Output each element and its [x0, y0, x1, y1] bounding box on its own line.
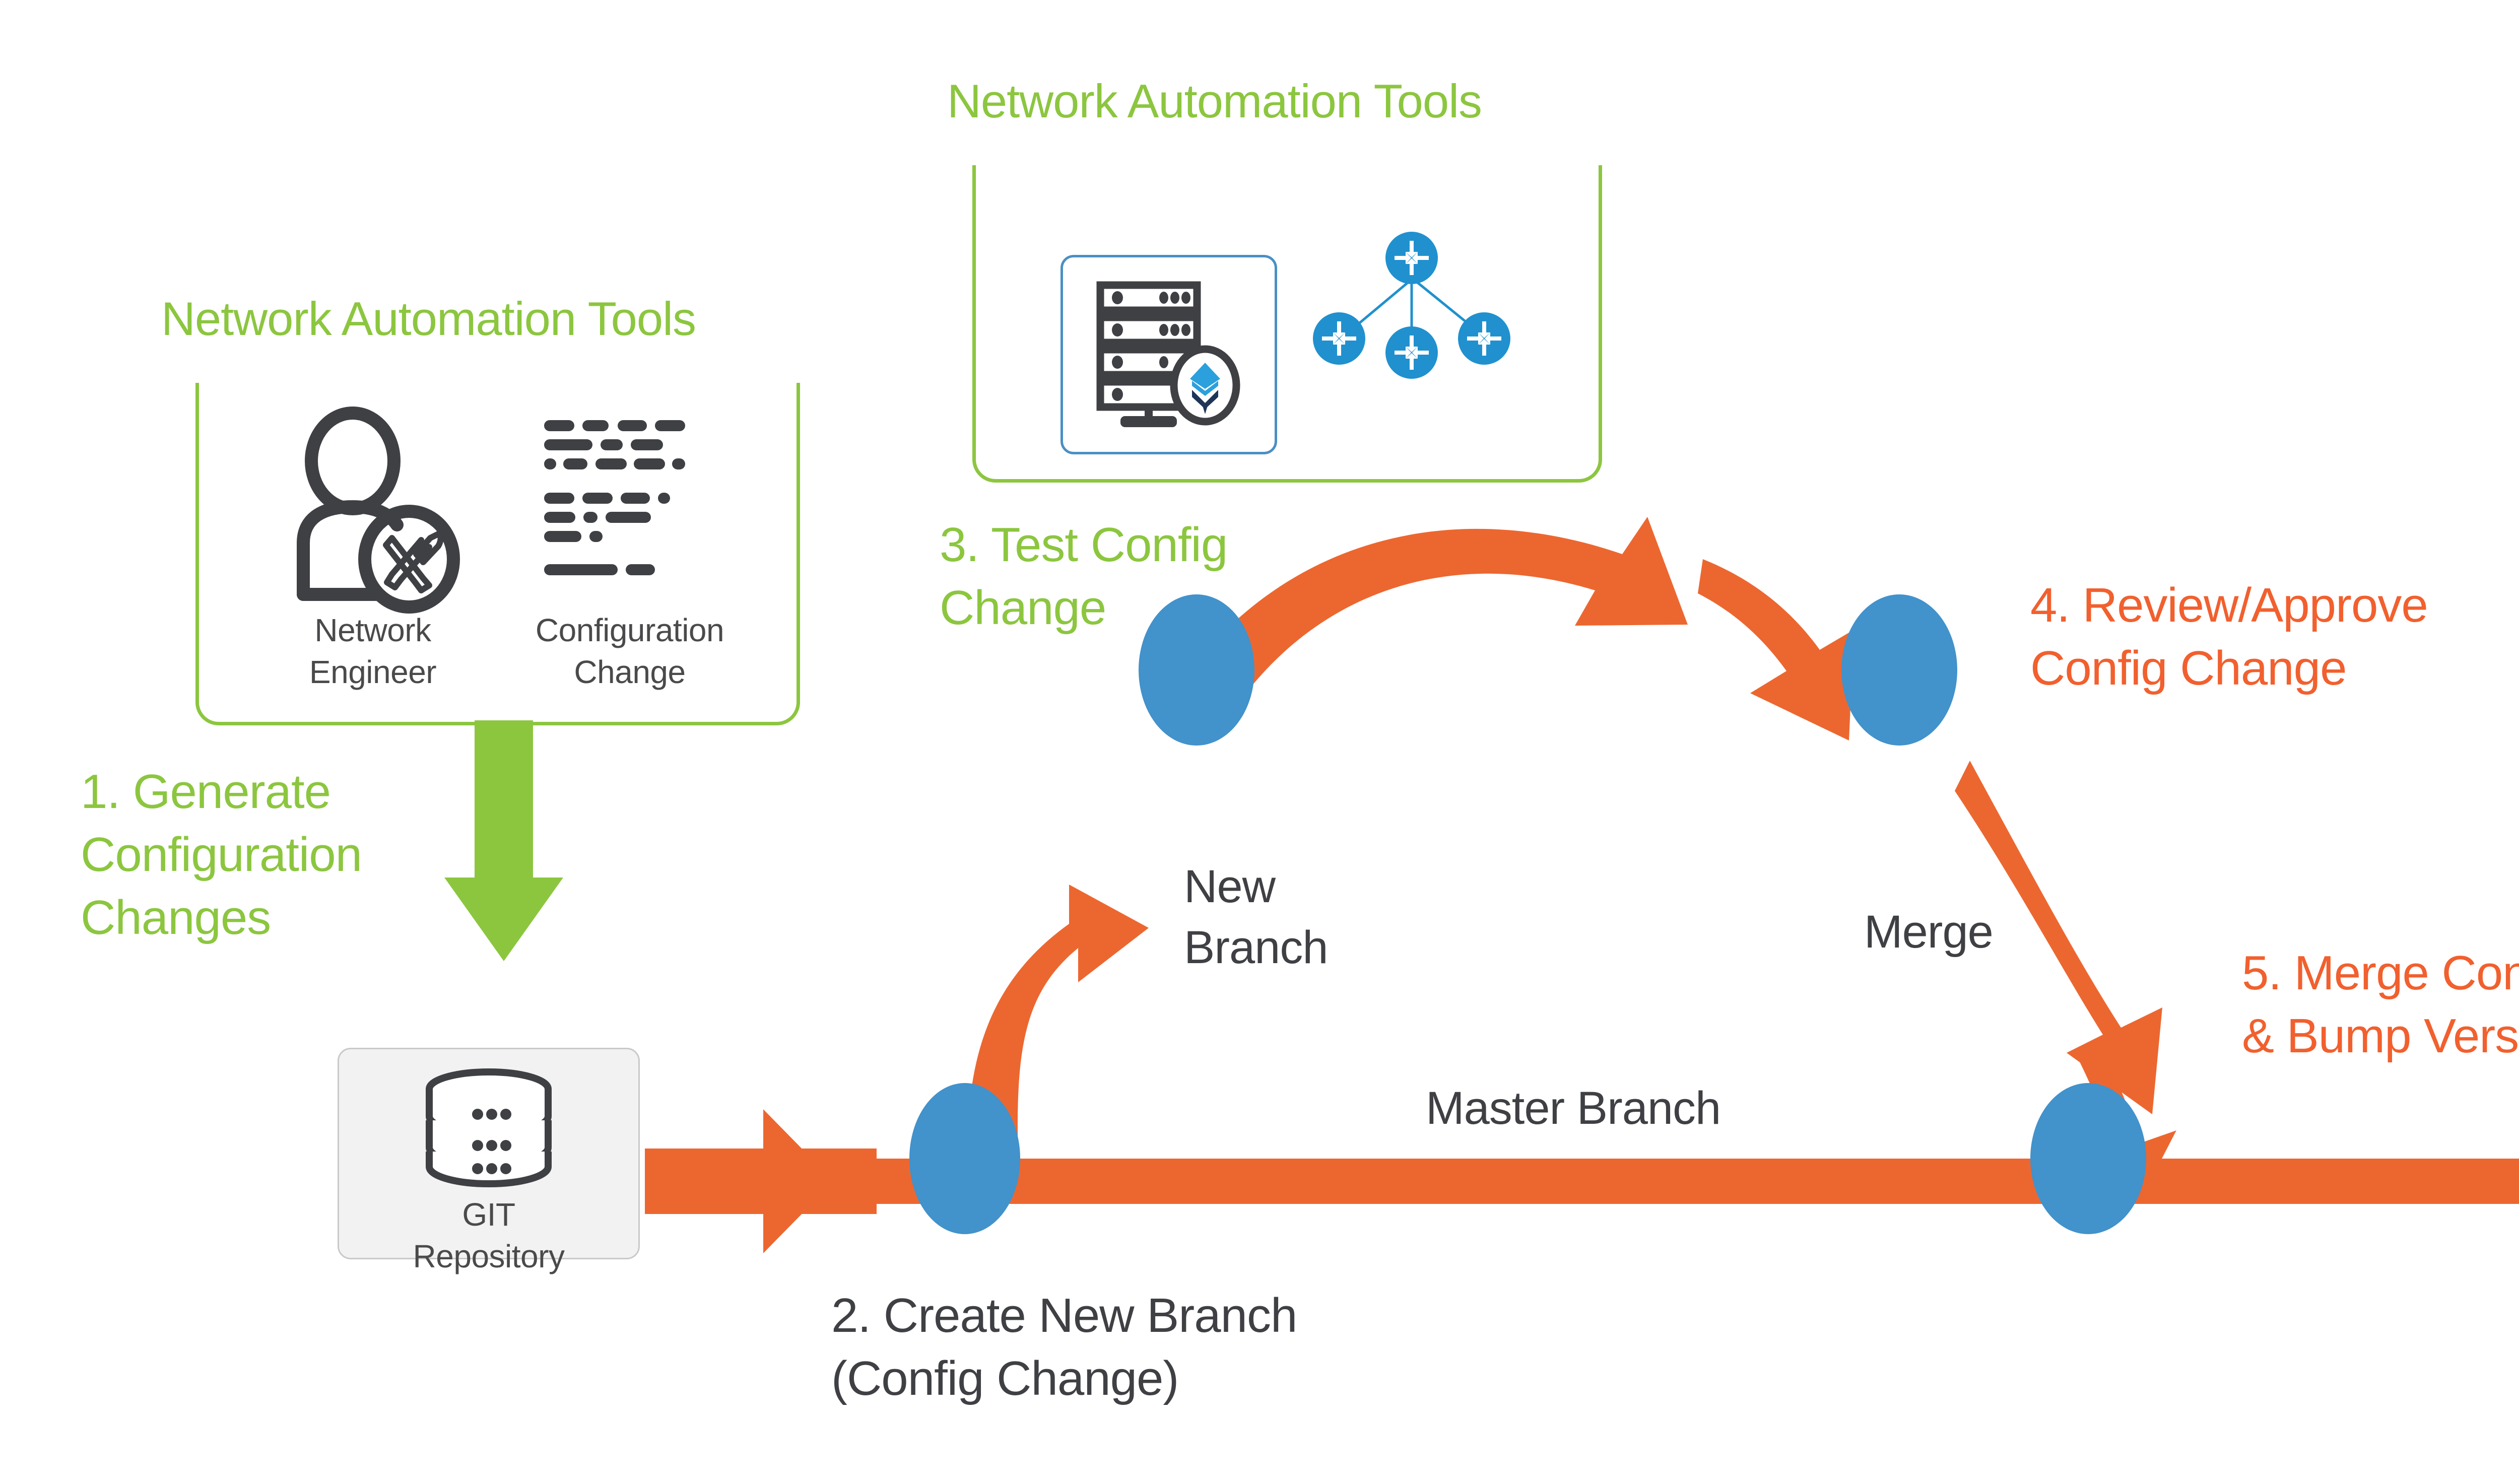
arrow-arc-top: [1194, 517, 1854, 740]
step-3-label: 3. Test Config Change: [940, 514, 1322, 640]
top-tools-bracket: [972, 165, 1602, 483]
commit-node-review-approve[interactable]: [1841, 594, 1957, 746]
top-tools-title: Network Automation Tools: [947, 75, 1482, 127]
network-topology-routers-icon: [1313, 232, 1510, 379]
left-tools-title: Network Automation Tools: [161, 292, 696, 345]
server-rack-with-logo-badge-icon: [1096, 281, 1240, 427]
step-2-label-line2: (Config Change): [831, 1351, 1179, 1405]
commit-node-merge[interactable]: [2030, 1083, 2146, 1234]
network-engineer-icon: [297, 407, 460, 614]
step-2-label-line1: 2. Create New Branch: [831, 1289, 1297, 1342]
step-1-label-line1: 1. Generate: [81, 765, 331, 819]
network-engineer-caption-line2: Engineer: [309, 654, 437, 691]
database-stack-icon: [426, 1068, 552, 1187]
commit-node-test-config[interactable]: [1139, 594, 1254, 746]
step-5-label-line2: & Bump Version: [2242, 1008, 2519, 1063]
merge-label: Merge: [1864, 906, 1994, 958]
step-2-label: 2. Create New Branch (Config Change): [831, 1285, 1411, 1410]
commit-node-create-branch[interactable]: [909, 1083, 1020, 1234]
step-3-label-line1: 3. Test Config: [940, 518, 1228, 572]
new-branch-label-line1: New: [1184, 861, 1276, 912]
step-1-label-line3: Changes: [81, 890, 271, 945]
arrow-git-to-branch: [645, 1109, 877, 1253]
step-1-label-line2: Configuration: [81, 827, 362, 882]
step1-down-arrow: [444, 720, 563, 961]
git-repository-caption-line1: GIT: [462, 1196, 515, 1233]
step-4-label: 4. Review/Approve Config Change: [2030, 574, 2519, 700]
git-repository-caption-line2: Repository: [413, 1238, 565, 1275]
git-repository-caption: GIT Repository: [353, 1194, 625, 1277]
network-engineer-caption: Network Engineer: [282, 610, 463, 693]
step-3-label-line2: Change: [940, 580, 1106, 635]
step-4-label-line1: 4. Review/Approve: [2030, 578, 2428, 632]
step-4-label-line2: Config Change: [2030, 641, 2347, 695]
step-1-label: 1. Generate Configuration Changes: [81, 761, 423, 949]
step-5-label-line1: 5. Merge Config Change: [2242, 946, 2519, 1000]
network-engineer-caption-line1: Network: [314, 612, 431, 648]
new-branch-label: New Branch: [1184, 856, 1385, 979]
configuration-change-icon: [544, 420, 685, 575]
step-5-label: 5. Merge Config Change & Bump Version: [2242, 942, 2519, 1068]
arrow-branch-out: [967, 885, 1149, 1184]
configuration-change-caption-line2: Change: [574, 654, 686, 691]
configuration-change-caption: Configuration Change: [529, 610, 731, 693]
master-branch-label: Master Branch: [1426, 1083, 1721, 1134]
configuration-change-caption-line1: Configuration: [535, 612, 724, 648]
new-branch-label-line2: Branch: [1184, 922, 1329, 974]
